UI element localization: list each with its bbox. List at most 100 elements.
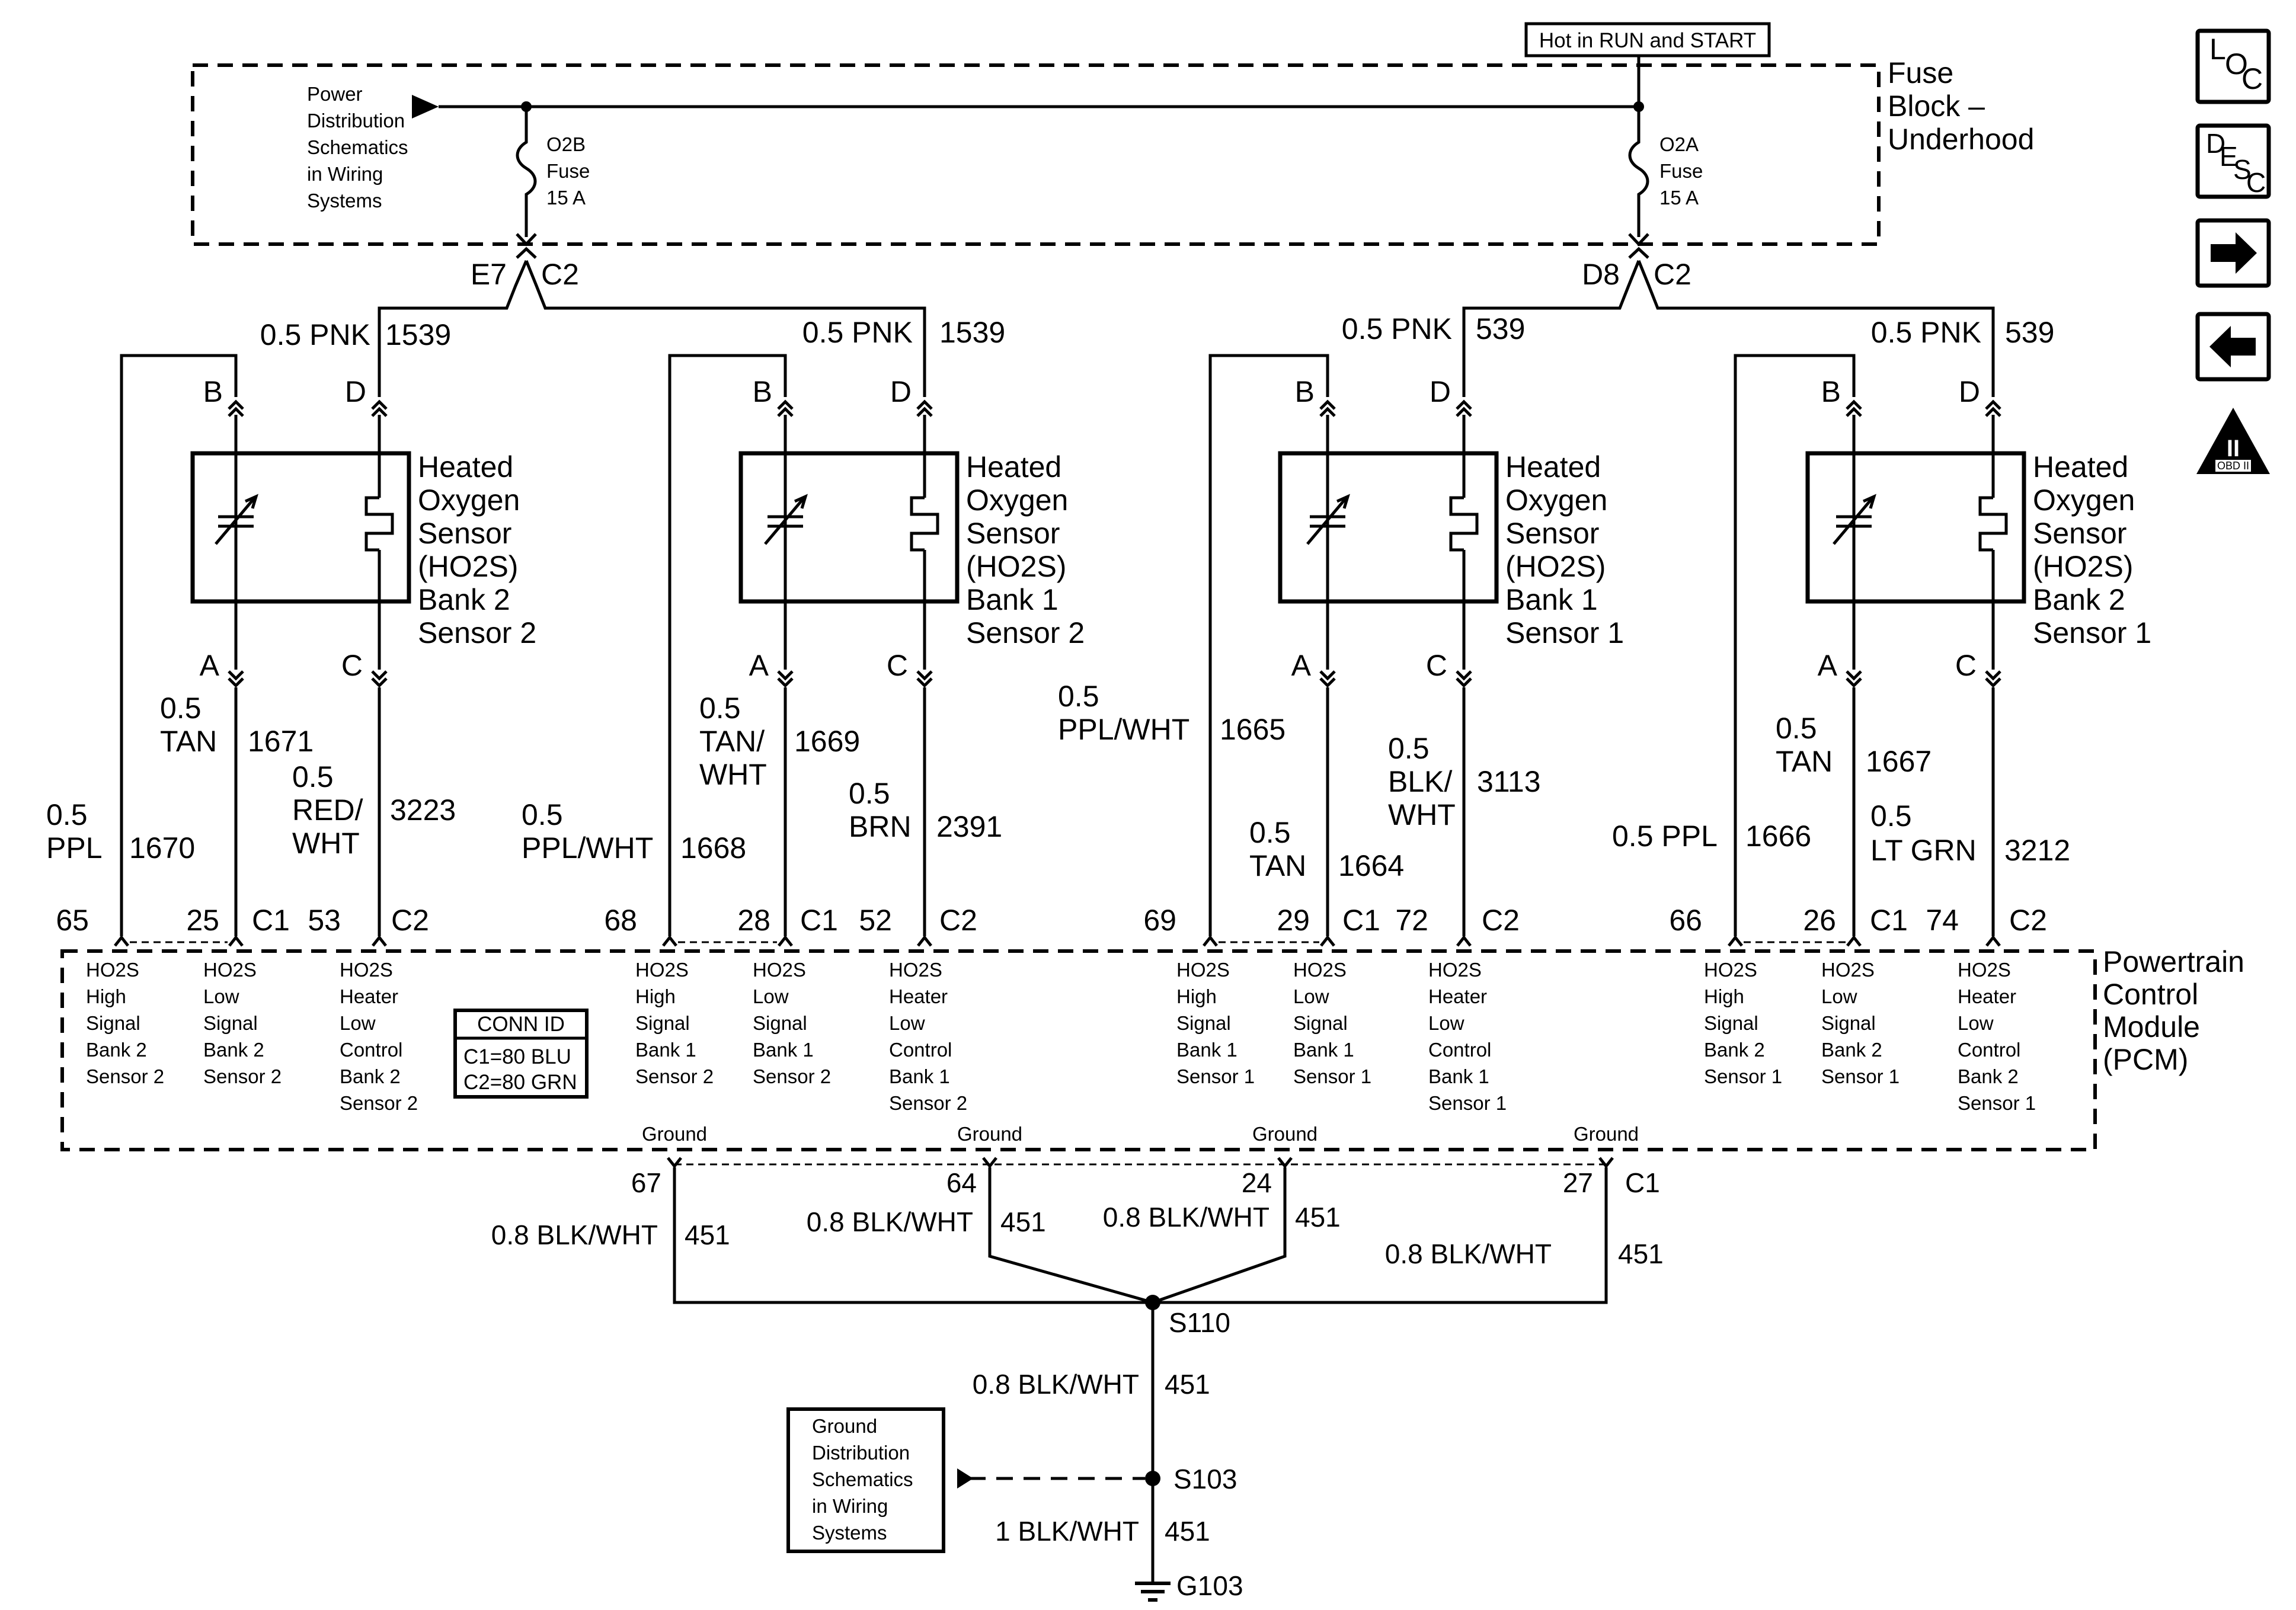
supply-circuit: 1539 bbox=[939, 316, 1005, 349]
loc-icon[interactable]: L O C bbox=[2195, 28, 2271, 104]
pcm-terminal-line: Control bbox=[1958, 1039, 2020, 1061]
pcm-terminal-line: Low bbox=[1958, 1012, 1994, 1034]
side-icons: L O C D E S C II OBD II bbox=[2195, 28, 2271, 474]
svg-text:D: D bbox=[2206, 128, 2225, 159]
pcm-connector: C1 bbox=[800, 904, 838, 937]
pcm-terminal-line: HO2S bbox=[1821, 959, 1875, 981]
ground-pin-number: 27 bbox=[1563, 1167, 1593, 1198]
pcm-terminal-line: Control bbox=[889, 1039, 952, 1061]
pcm-terminal-line: Low bbox=[889, 1012, 925, 1034]
pcm-terminal-line: High bbox=[635, 985, 676, 1007]
pcm-terminal-line: Bank 1 bbox=[889, 1065, 950, 1087]
sensor-box bbox=[738, 451, 960, 604]
sensor-bank-line: Sensor 1 bbox=[1505, 616, 1624, 649]
fuse-label-line: 15 A bbox=[546, 187, 586, 209]
sensor-name-line: (HO2S) bbox=[2033, 550, 2133, 583]
svg-text:C: C bbox=[2246, 167, 2266, 198]
pcm-terminal-line: Sensor 1 bbox=[1428, 1092, 1507, 1114]
conn-id-title: CONN ID bbox=[477, 1013, 565, 1036]
pcm-pin-number: 68 bbox=[604, 904, 637, 937]
wire-color-label: 0.5 bbox=[699, 692, 741, 725]
fuse-block: Fuse Block – Underhood Hot in RUN and ST… bbox=[191, 22, 2034, 291]
ground-terminal-label: Ground bbox=[1252, 1123, 1318, 1145]
pcm-terminal-line: Bank 2 bbox=[1958, 1065, 2019, 1087]
arrow-left-icon[interactable] bbox=[2195, 312, 2271, 382]
supply-wire-color: 0.5 PNK bbox=[260, 318, 370, 351]
pcm-terminal-line: Bank 2 bbox=[1821, 1039, 1882, 1061]
wire-color-label: 0.5 bbox=[1870, 799, 1912, 833]
pin-label: B bbox=[753, 375, 772, 408]
ground-circuit: 451 bbox=[1618, 1238, 1664, 1269]
pcm-pin-number: 66 bbox=[1669, 904, 1702, 937]
ground-wire-color: 0.8 BLK/WHT bbox=[973, 1369, 1139, 1400]
pcm-terminal-line: Sensor 2 bbox=[753, 1065, 831, 1087]
conn-id-line: C1=80 BLU bbox=[463, 1045, 571, 1068]
pcm-terminal-line: Bank 2 bbox=[86, 1039, 147, 1061]
svg-text:E: E bbox=[2220, 141, 2238, 172]
splice-s110: S110 bbox=[1169, 1307, 1230, 1338]
pcm-pin-number: 25 bbox=[186, 904, 219, 937]
sensor-box bbox=[190, 451, 411, 604]
wire-color-label: BRN bbox=[849, 810, 912, 843]
desc-icon[interactable]: D E S C bbox=[2195, 123, 2271, 199]
pcm-terminal-line: Signal bbox=[1704, 1012, 1758, 1034]
wire-color-label: TAN bbox=[1249, 849, 1306, 882]
heater-element-icon bbox=[910, 496, 939, 552]
pcm-terminal-line: HO2S bbox=[1958, 959, 2011, 981]
pin-label: B bbox=[1821, 375, 1841, 408]
circuit-number: 2391 bbox=[936, 810, 1002, 843]
wire-color-label: PPL bbox=[46, 831, 103, 865]
ground-ref-line: Distribution bbox=[812, 1442, 910, 1464]
sensor-name-line: Heated bbox=[966, 450, 1061, 484]
svg-text:S: S bbox=[2233, 154, 2252, 185]
sensor-bank-line: Sensor 1 bbox=[2033, 616, 2151, 649]
pin-label: A bbox=[200, 649, 220, 682]
pcm-pin-number: 53 bbox=[308, 904, 341, 937]
pcm-terminal-line: Sensor 1 bbox=[1958, 1092, 2036, 1114]
pcm-connector: C2 bbox=[1482, 904, 1520, 937]
circuit-number: 1668 bbox=[680, 831, 746, 865]
pcm-terminal-line: Bank 1 bbox=[1293, 1039, 1354, 1061]
ground-connector: C1 bbox=[1625, 1167, 1660, 1198]
sensor-bank-line: Bank 2 bbox=[2033, 583, 2125, 616]
wire-color-label: PPL/WHT bbox=[522, 831, 653, 865]
pcm-terminal-line: Bank 2 bbox=[203, 1039, 264, 1061]
supply-wire-color: 0.5 PNK bbox=[1342, 312, 1452, 345]
connector-d8: D8 bbox=[1582, 258, 1620, 291]
hot-label-box bbox=[1524, 22, 1771, 57]
sensor-name-line: (HO2S) bbox=[418, 550, 518, 583]
sensor-box bbox=[1805, 451, 2026, 604]
pcm-terminal-line: Sensor 2 bbox=[203, 1065, 282, 1087]
wire-color-label: PPL/WHT bbox=[1058, 713, 1189, 746]
sensor-name-line: Sensor bbox=[418, 517, 511, 550]
pin-label: A bbox=[1818, 649, 1838, 682]
pin-label: C bbox=[887, 649, 908, 682]
circuit-number: 3113 bbox=[1477, 765, 1541, 798]
sensor-name-line: (HO2S) bbox=[1505, 550, 1606, 583]
sensor-bank-line: Bank 1 bbox=[966, 583, 1059, 616]
pcm-connector: C1 bbox=[1342, 904, 1380, 937]
circuit-number: 1667 bbox=[1866, 745, 1932, 778]
pin-label: A bbox=[749, 649, 769, 682]
supply-circuit: 1539 bbox=[385, 318, 451, 351]
obd-ii-icon[interactable]: II OBD II bbox=[2196, 408, 2270, 474]
power-ref-line: Power bbox=[307, 83, 363, 105]
ground-wire-color: 0.8 BLK/WHT bbox=[1103, 1202, 1269, 1233]
pcm-terminal-line: Sensor 2 bbox=[635, 1065, 714, 1087]
pcm-connector: C2 bbox=[391, 904, 429, 937]
fuse-block-title-line: Underhood bbox=[1888, 123, 2034, 156]
pcm-terminal-line: HO2S bbox=[753, 959, 806, 981]
pcm-terminal-line: HO2S bbox=[340, 959, 393, 981]
arrow-right-icon[interactable] bbox=[2195, 218, 2271, 288]
pcm-terminal-line: Signal bbox=[1821, 1012, 1876, 1034]
pcm-pin-number: 29 bbox=[1277, 904, 1310, 937]
pcm-terminal-line: Bank 1 bbox=[1176, 1039, 1237, 1061]
ground-wire-color: 0.8 BLK/WHT bbox=[1385, 1238, 1552, 1269]
